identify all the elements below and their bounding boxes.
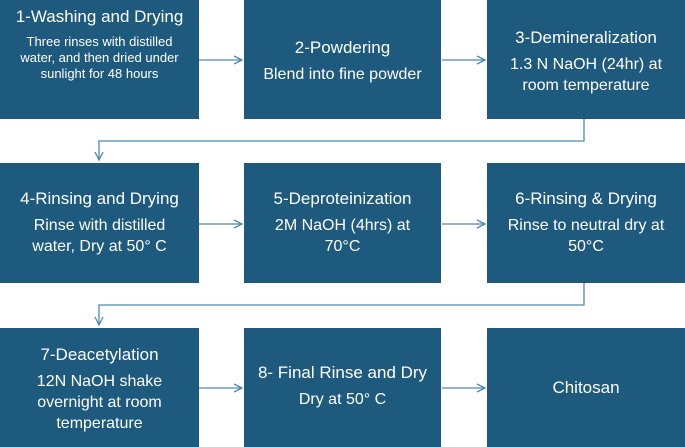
chitosan-box: Chitosan (487, 328, 685, 447)
step-6-description: Rinse to neutral dry at 50°C (507, 217, 665, 255)
step-5-title: 5-Deproteinization (273, 189, 412, 208)
step-8-box: 8- Final Rinse and Dry Dry at 50° C (244, 328, 441, 447)
step-3-title: 3-Demineralization (515, 28, 657, 47)
step-1-title: 1-Washing and Drying (15, 7, 184, 26)
step-1-box: 1-Washing and Drying Three rinses with d… (0, 0, 199, 119)
step-6-title: 6-Rinsing & Drying (515, 189, 657, 208)
step-3-description: 1.3 N NaOH (24hr) at room temperature (509, 56, 663, 94)
step-7-description: 12N NaOH shake overnight at room tempera… (36, 373, 163, 432)
step-3-box: 3-Demineralization 1.3 N NaOH (24hr) at … (487, 0, 685, 119)
step-4-title: 4-Rinsing and Drying (20, 189, 179, 208)
step-5-description: 2M NaOH (4hrs) at 70°C (274, 217, 411, 255)
step-8-title: 8- Final Rinse and Dry (257, 363, 428, 382)
step-7-box: 7-Deacetylation 12N NaOH shake overnight… (0, 328, 199, 447)
step-6-box: 6-Rinsing & Drying Rinse to neutral dry … (487, 163, 685, 283)
step-5-box: 5-Deproteinization 2M NaOH (4hrs) at 70°… (244, 163, 441, 283)
step-4-description: Rinse with distilled water, Dry at 50° C (32, 217, 167, 255)
step-2-description: Blend into fine powder (263, 66, 422, 83)
chitosan-title: Chitosan (552, 378, 620, 397)
step-7-title: 7-Deacetylation (40, 345, 159, 364)
step-8-description: Dry at 50° C (298, 391, 387, 408)
arrow-6-to-7 (99, 283, 585, 325)
step-2-box: 2-Powdering Blend into fine powder (244, 0, 441, 119)
step-2-title: 2-Powdering (294, 38, 391, 57)
step-4-box: 4-Rinsing and Drying Rinse with distille… (0, 163, 199, 283)
arrow-3-to-4 (99, 119, 585, 160)
step-1-description: Three rinses with distilled water, and t… (20, 34, 179, 81)
